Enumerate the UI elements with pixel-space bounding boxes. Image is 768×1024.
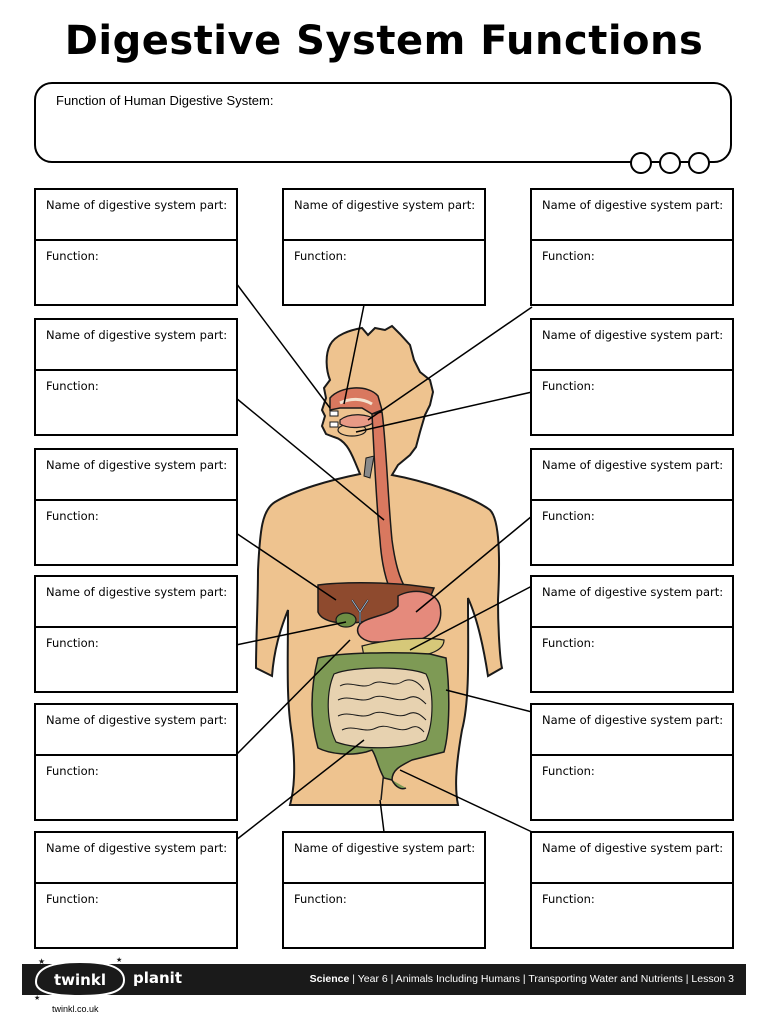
part-name-field[interactable]: Name of digestive system part: [284, 190, 484, 241]
part-function-field[interactable]: Function: [542, 379, 595, 393]
twinkl-logo: twinkl ★ ★ ★ [34, 956, 126, 1000]
part-name-field[interactable]: Name of digestive system part: [36, 320, 236, 371]
part-card-right-5: Name of digestive system part: Function: [530, 703, 734, 821]
part-name-field[interactable]: Name of digestive system part: [532, 450, 732, 501]
part-function-field[interactable]: Function: [46, 892, 99, 906]
planit-logo: planit [133, 969, 182, 987]
part-name-field[interactable]: Name of digestive system part: [532, 190, 732, 241]
function-answer-box[interactable]: Function of Human Digestive System: [34, 82, 732, 163]
connector-lines [235, 282, 533, 841]
part-function-field[interactable]: Function: [294, 892, 347, 906]
mouth-cavity [329, 387, 383, 415]
part-card-right-1: Name of digestive system part: Function: [530, 188, 734, 306]
part-card-right-3: Name of digestive system part: Function: [530, 448, 734, 566]
part-name-field[interactable]: Name of digestive system part: [532, 320, 732, 371]
page-title: Digestive System Functions [64, 18, 704, 64]
part-card-right-4: Name of digestive system part: Function: [530, 575, 734, 693]
footer-bar [22, 964, 746, 995]
part-function-field[interactable]: Function: [542, 249, 595, 263]
part-function-field[interactable]: Function: [542, 636, 595, 650]
part-function-field[interactable]: Function: [294, 249, 347, 263]
part-card-left-1: Name of digestive system part: Function: [34, 188, 238, 306]
part-card-right-6: Name of digestive system part: Function: [530, 831, 734, 949]
bubble-circle [659, 152, 681, 174]
part-name-field[interactable]: Name of digestive system part: [284, 833, 484, 884]
part-function-field[interactable]: Function: [542, 509, 595, 523]
part-card-bottom-middle: Name of digestive system part: Function: [282, 831, 486, 949]
part-card-left-6: Name of digestive system part: Function: [34, 831, 238, 949]
part-function-field[interactable]: Function: [542, 892, 595, 906]
part-name-field[interactable]: Name of digestive system part: [36, 190, 236, 241]
svg-text:twinkl: twinkl [54, 971, 106, 989]
small-intestine [327, 667, 433, 749]
part-function-field[interactable]: Function: [46, 379, 99, 393]
footer-breadcrumb: Science | Year 6 | Animals Including Hum… [309, 973, 734, 985]
part-name-field[interactable]: Name of digestive system part: [532, 577, 732, 628]
part-function-field[interactable]: Function: [46, 249, 99, 263]
part-card-top-middle: Name of digestive system part: Function: [282, 188, 486, 306]
part-card-left-5: Name of digestive system part: Function: [34, 703, 238, 821]
function-prompt: Function of Human Digestive System: [56, 93, 274, 108]
bubble-circle [688, 152, 710, 174]
part-name-field[interactable]: Name of digestive system part: [532, 705, 732, 756]
part-function-field[interactable]: Function: [542, 764, 595, 778]
svg-text:★: ★ [116, 956, 122, 964]
digestive-system-illustration [235, 282, 533, 841]
part-function-field[interactable]: Function: [46, 636, 99, 650]
part-name-field[interactable]: Name of digestive system part: [36, 705, 236, 756]
svg-text:★: ★ [38, 957, 45, 966]
bubble-circle [630, 152, 652, 174]
part-card-left-2: Name of digestive system part: Function: [34, 318, 238, 436]
part-name-field[interactable]: Name of digestive system part: [36, 833, 236, 884]
gall-bladder [335, 612, 357, 628]
part-function-field[interactable]: Function: [46, 509, 99, 523]
svg-text:★: ★ [34, 994, 40, 1000]
footer-site: twinkl.co.uk [52, 1004, 99, 1014]
part-function-field[interactable]: Function: [46, 764, 99, 778]
part-card-left-3: Name of digestive system part: Function: [34, 448, 238, 566]
part-name-field[interactable]: Name of digestive system part: [36, 450, 236, 501]
part-name-field[interactable]: Name of digestive system part: [532, 833, 732, 884]
part-card-right-2: Name of digestive system part: Function: [530, 318, 734, 436]
part-name-field[interactable]: Name of digestive system part: [36, 577, 236, 628]
part-card-left-4: Name of digestive system part: Function: [34, 575, 238, 693]
